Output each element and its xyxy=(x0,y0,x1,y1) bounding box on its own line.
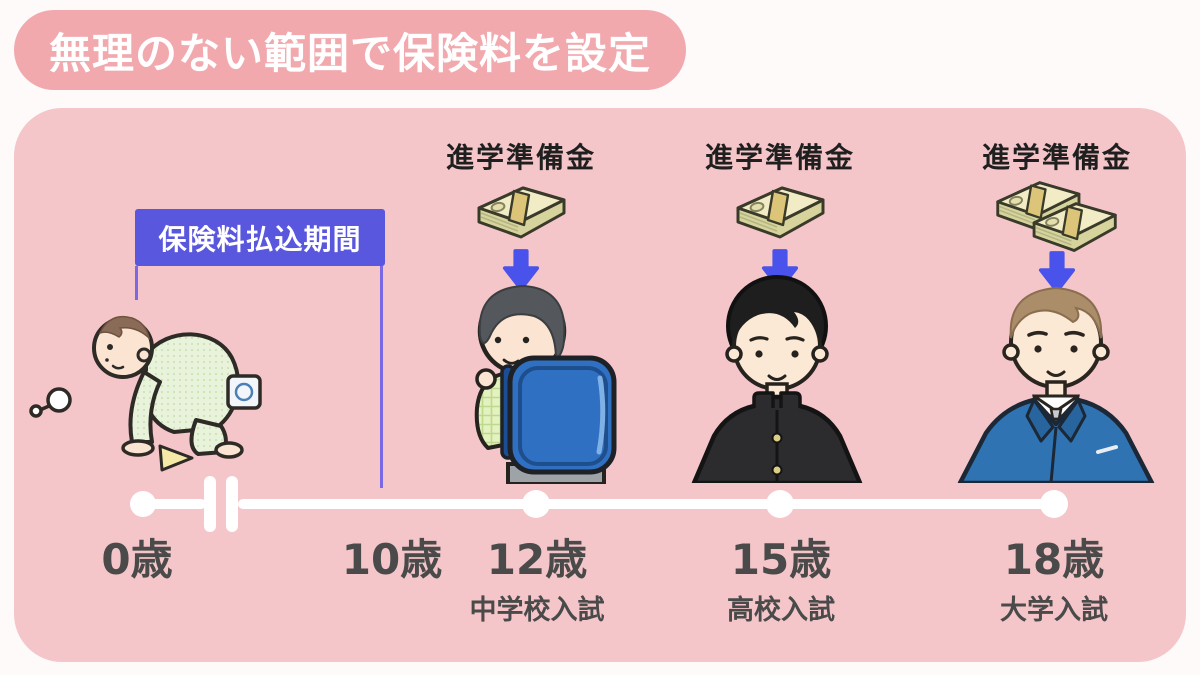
baby-figure xyxy=(29,315,262,472)
period-guide-line-left xyxy=(135,266,138,300)
page-title: 無理のない範囲で保険料を設定 xyxy=(48,28,651,78)
payment-period-label: 保険料払込期間 xyxy=(135,209,385,266)
exam-label-junior-high: 中学校入試 xyxy=(469,595,605,626)
payment-period-text: 保険料払込期間 xyxy=(158,222,362,256)
prep-fund-group-15: 進学準備金 xyxy=(660,136,900,292)
age-label-0: 0歳 xyxy=(101,535,173,584)
timeline-break-bar-left xyxy=(204,476,216,532)
timeline-dot-age-0 xyxy=(130,491,156,517)
period-guide-line-right xyxy=(380,266,383,488)
exam-label-university: 大学入試 xyxy=(1000,595,1108,626)
prep-fund-label: 進学準備金 xyxy=(704,141,855,174)
prep-fund-label: 進学準備金 xyxy=(445,141,596,174)
prep-fund-group-12: 進学準備金 xyxy=(401,136,641,292)
title-banner: 無理のない範囲で保険料を設定 xyxy=(14,10,686,90)
elementary-student-figure xyxy=(474,284,617,484)
high-school-student-figure xyxy=(691,275,863,483)
timeline-segment-start xyxy=(142,499,206,509)
prep-fund-label: 進学準備金 xyxy=(981,141,1132,174)
timeline-dot-age-12 xyxy=(522,490,550,518)
exam-label-high-school: 高校入試 xyxy=(727,595,835,626)
money-stack-icon xyxy=(471,180,571,246)
age-label-15: 15歳 xyxy=(730,535,832,584)
prep-fund-group-18: 進学準備金 xyxy=(937,136,1177,294)
timeline-segment-main xyxy=(238,499,1056,509)
timeline-dot-age-18 xyxy=(1040,490,1068,518)
age-label-18: 18歳 xyxy=(1003,535,1105,584)
money-stack-icon xyxy=(730,180,830,246)
university-student-figure xyxy=(957,286,1155,483)
timeline-break-bar-right xyxy=(226,476,238,532)
age-label-10: 10歳 xyxy=(341,535,443,584)
timeline-dot-age-15 xyxy=(766,490,794,518)
age-label-12: 12歳 xyxy=(486,535,588,584)
